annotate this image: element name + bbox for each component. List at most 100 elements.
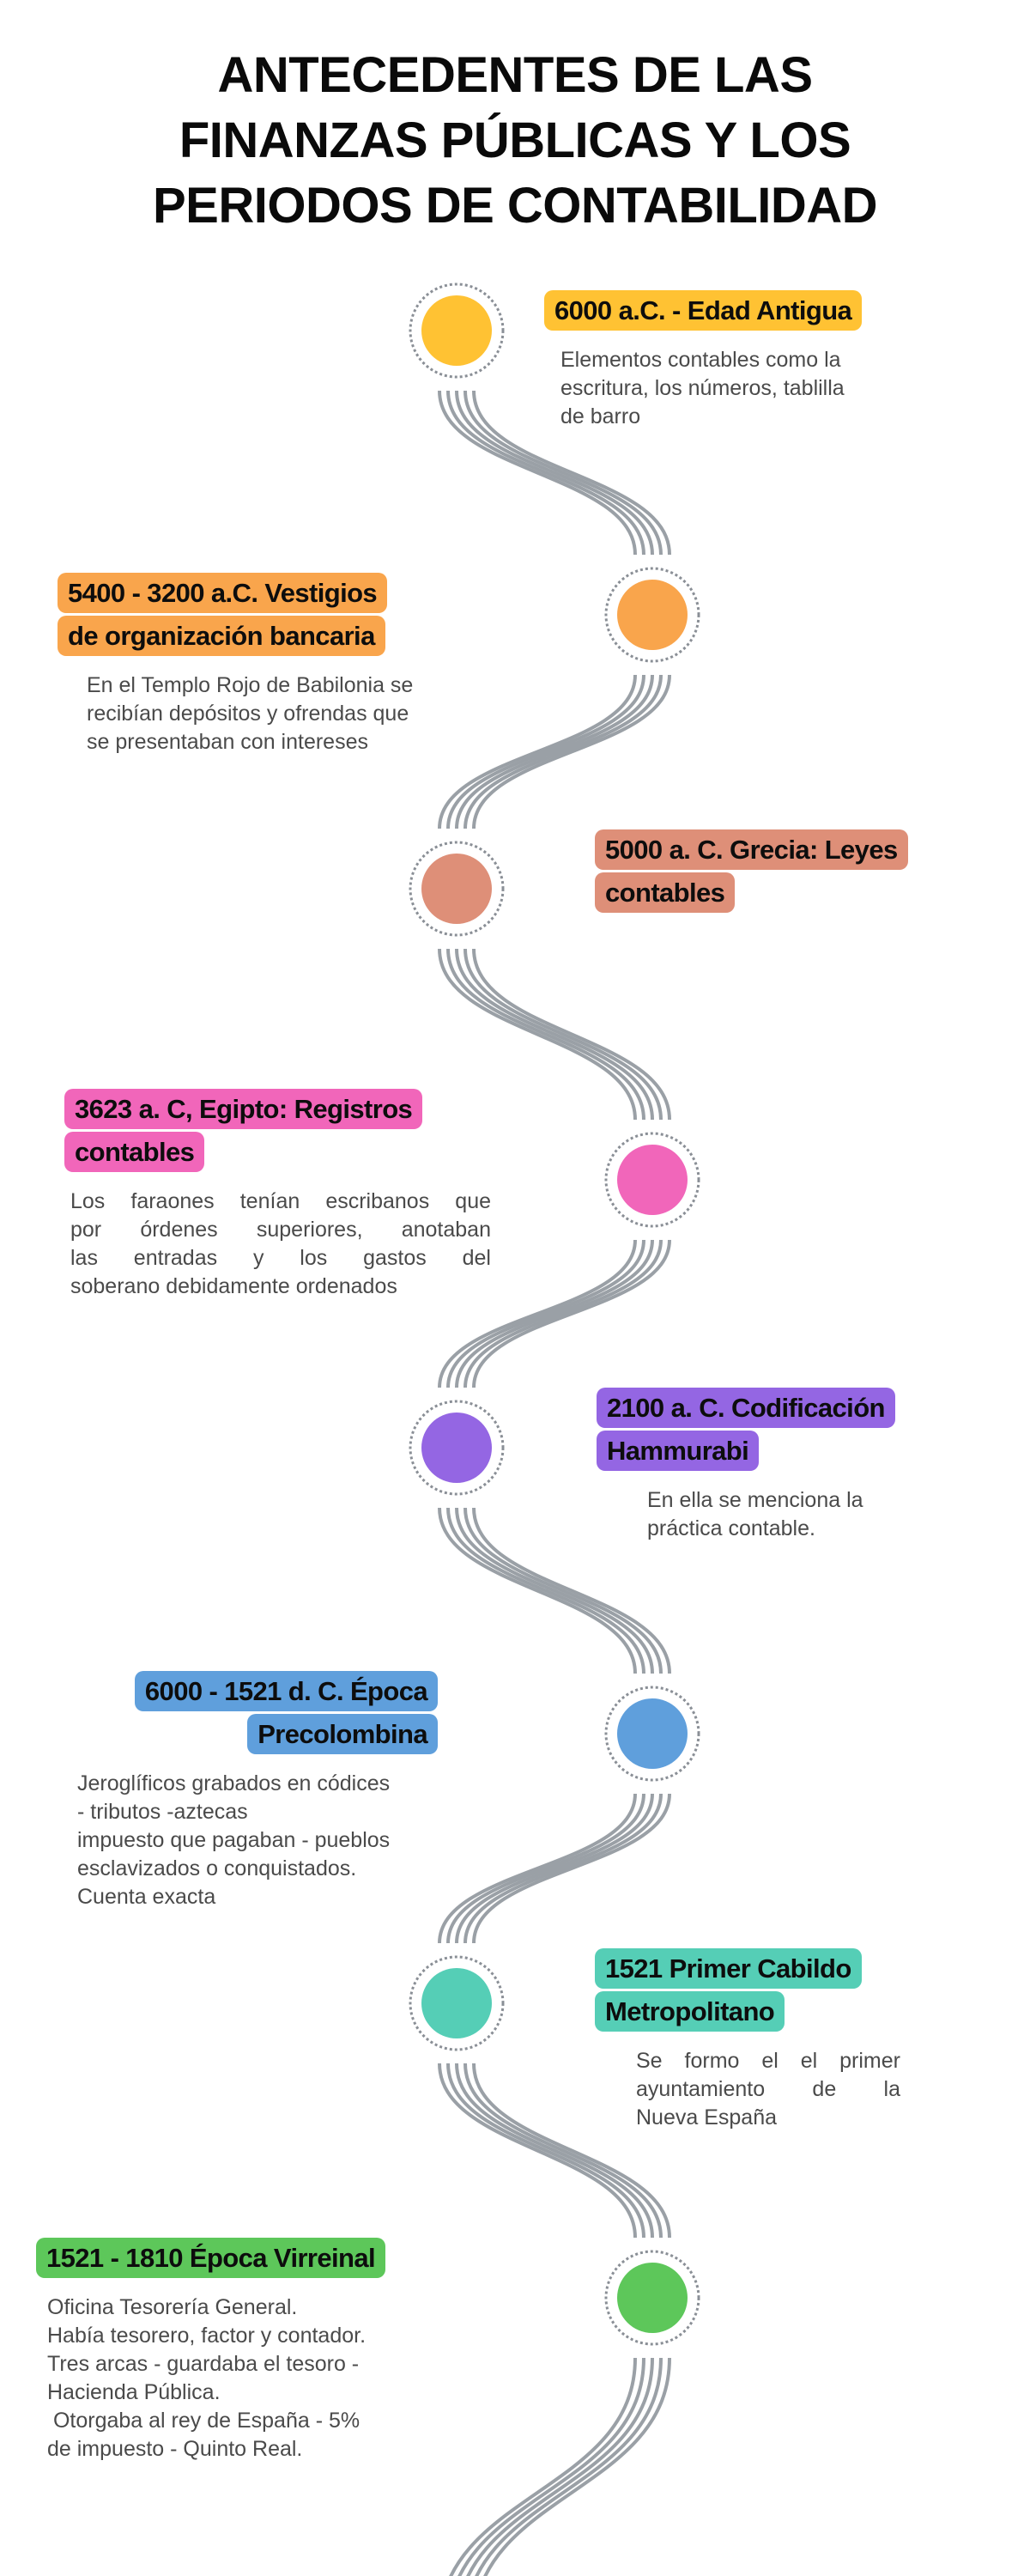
- description-line: Oficina Tesorería General.: [47, 2295, 298, 2319]
- track-line: [438, 1793, 637, 1944]
- description-line: Tres arcas - guardaba el tesoro -: [47, 2352, 360, 2376]
- title-line: ANTECEDENTES DE LAS: [217, 47, 813, 103]
- description-line: Se formo el el primer: [636, 2049, 900, 2073]
- timeline-node: [617, 1698, 688, 1769]
- track-line: [446, 1507, 645, 1674]
- event-description: Se formo el el primer ayuntamiento de la N…: [636, 2047, 900, 2132]
- title-line: PERIODOS DE CONTABILIDAD: [152, 178, 878, 234]
- event-title-line: 3623 a. C, Egipto: Registros: [64, 1089, 423, 1129]
- track-line: [438, 1507, 637, 1674]
- description-line: Otorgaba al rey de España - 5%: [47, 2409, 360, 2433]
- track-line: [472, 674, 671, 829]
- timeline-node: [421, 295, 492, 366]
- track-line: [455, 390, 654, 556]
- event-description: Oficina Tesorería General. Había tesorero…: [47, 2293, 452, 2464]
- event-title-line: 1521 - 1810 Época Virreinal: [36, 2238, 386, 2278]
- track-line: [472, 1793, 671, 1944]
- track-line: [483, 2357, 671, 2576]
- track-line: [464, 1239, 663, 1388]
- track-line: [455, 948, 654, 1121]
- event-title-line: contables: [64, 1132, 205, 1172]
- track-line: [438, 948, 637, 1121]
- track-line: [464, 674, 663, 829]
- event-title-line: contables: [595, 872, 736, 913]
- title-line: FINANZAS PÚBLICAS Y LOS: [179, 112, 851, 168]
- track-line: [455, 1239, 654, 1388]
- timeline-node: [421, 1413, 492, 1483]
- page-title: ANTECEDENTES DE LAS FINANZAS PÚBLICAS Y …: [0, 43, 1030, 239]
- track-line: [472, 1507, 671, 1674]
- track-line: [464, 390, 663, 556]
- track-line: [464, 948, 663, 1121]
- description-line: de impuesto - Quinto Real.: [47, 2437, 303, 2461]
- description-line: Los faraones tenían escribanos que: [70, 1189, 491, 1213]
- description-line: - tributos -aztecas: [77, 1800, 248, 1824]
- track-line: [472, 390, 671, 556]
- event-title-line: 5400 - 3200 a.C. Vestigios: [58, 573, 388, 613]
- event-title: 6000 a.C. - Edad Antigua: [544, 289, 939, 332]
- description-line: En el Templo Rojo de Babilonia se: [87, 673, 414, 697]
- timeline-node: [617, 580, 688, 650]
- event-description: Jeroglíficos grabados en códices - tribut…: [77, 1770, 472, 1911]
- description-line: ayuntamiento de la: [636, 2077, 900, 2101]
- track-line: [475, 2357, 663, 2576]
- timeline-node: [617, 1145, 688, 1215]
- description-line: por órdenes superiores, anotaban: [70, 1218, 491, 1242]
- event-title-line: 1521 Primer Cabildo: [595, 1948, 862, 1989]
- event-title-line: 2100 a. C. Codificación: [597, 1388, 895, 1428]
- event-description: En el Templo Rojo de Babilonia se recibía…: [87, 671, 499, 756]
- event-description: Los faraones tenían escribanos que por ór…: [70, 1188, 491, 1301]
- track-line: [446, 948, 645, 1121]
- description-line: En ella se menciona la: [647, 1488, 863, 1512]
- description-line: impuesto que pagaban - pueblos: [77, 1828, 391, 1852]
- track-line: [446, 390, 645, 556]
- description-line: soberano debidamente ordenados: [70, 1274, 397, 1298]
- event-title-line: Metropolitano: [595, 1991, 785, 2032]
- event-title-line: 6000 - 1521 d. C. Época: [134, 1671, 438, 1711]
- description-line: de barro: [560, 404, 641, 428]
- event-title: 1521 - 1810 Época Virreinal: [36, 2237, 448, 2280]
- description-line: Hacienda Pública.: [47, 2380, 221, 2404]
- event-description: Elementos contables como la escritura, lo…: [560, 346, 930, 431]
- event-title-line: de organización bancaria: [58, 616, 385, 656]
- description-line: recibían depósitos y ofrendas que: [87, 702, 409, 726]
- event-description: En ella se menciona la práctica contable.: [647, 1486, 922, 1543]
- track-line: [472, 948, 671, 1121]
- track-line: [455, 674, 654, 829]
- track-line: [446, 1239, 645, 1388]
- description-line: práctica contable.: [647, 1516, 815, 1540]
- timeline-node: [421, 1968, 492, 2038]
- timeline-node: [421, 854, 492, 924]
- track-line: [438, 1239, 637, 1388]
- track-line: [472, 2063, 671, 2239]
- description-line: Elementos contables como la: [560, 348, 841, 372]
- description-line: esclavizados o conquistados.: [77, 1856, 357, 1880]
- event-title-line: 5000 a. C. Grecia: Leyes: [595, 829, 908, 870]
- description-line: Nueva España: [636, 2105, 778, 2129]
- event-title-line: Hammurabi: [597, 1431, 760, 1471]
- description-line: Jeroglíficos grabados en códices: [77, 1771, 391, 1795]
- track-line: [446, 674, 645, 829]
- track-line: [464, 1793, 663, 1944]
- track-line: [466, 2357, 654, 2576]
- timeline-node: [617, 2263, 688, 2333]
- description-line: las entradas y los gastos del: [70, 1246, 491, 1270]
- description-line: Había tesorero, factor y contador.: [47, 2324, 367, 2348]
- track-line: [449, 2357, 637, 2576]
- event-title-line: Precolombina: [247, 1714, 438, 1754]
- track-line: [457, 2357, 645, 2576]
- track-line: [446, 2063, 645, 2239]
- track-line: [472, 1239, 671, 1388]
- track-line: [446, 1793, 645, 1944]
- track-line: [438, 674, 637, 829]
- track-line: [455, 2063, 654, 2239]
- event-title-line: 6000 a.C. - Edad Antigua: [544, 290, 863, 331]
- description-line: escritura, los números, tablilla: [560, 376, 845, 400]
- track-line: [455, 1793, 654, 1944]
